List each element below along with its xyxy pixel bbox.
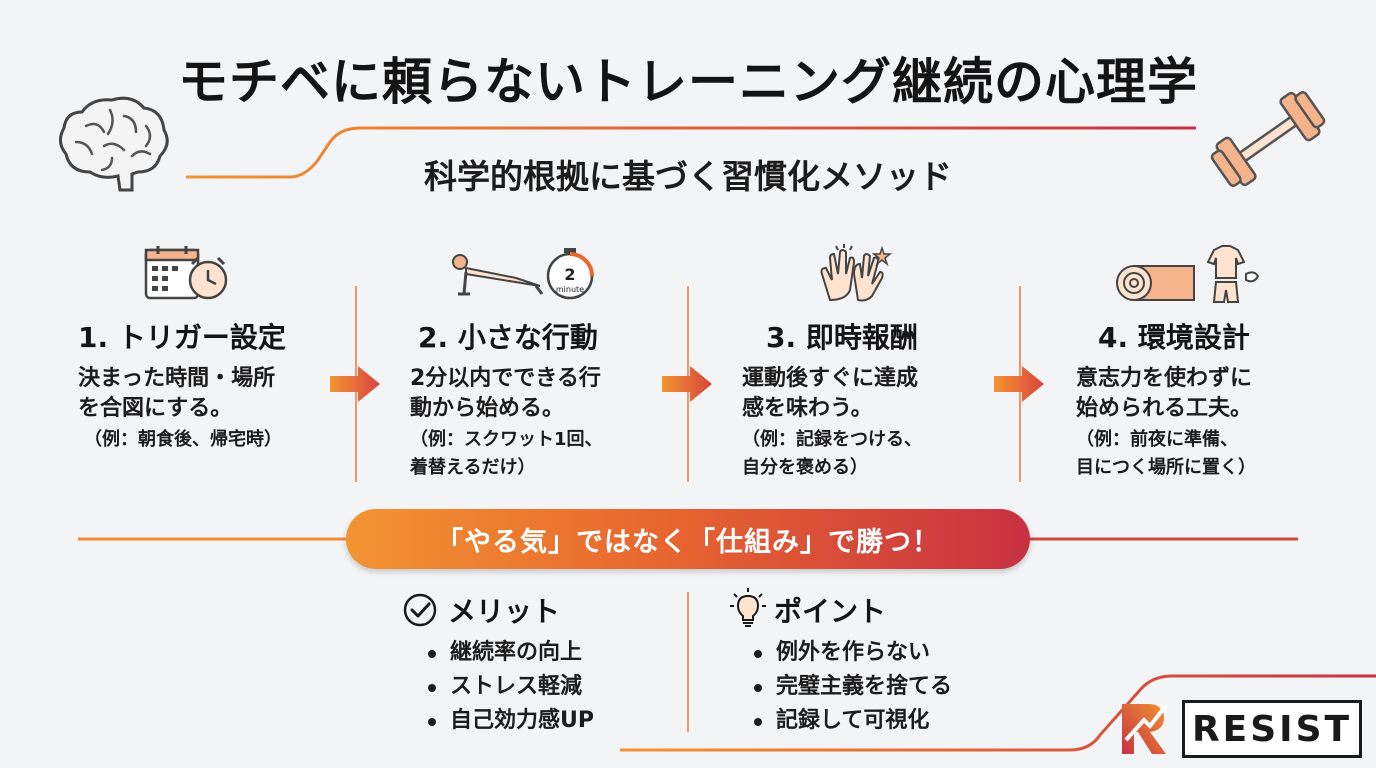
step-2-desc: 2分以内でできる行 動から始める。 xyxy=(410,366,601,421)
list-item: 完璧主義を捨てる xyxy=(750,670,952,704)
slogan-text: 「やる気」ではなく「仕組み」で勝つ！ xyxy=(436,526,940,558)
arrow-right-icon xyxy=(662,366,712,402)
list-item: 継続率の向上 xyxy=(424,636,594,670)
timer-unit: minute xyxy=(556,285,584,294)
clapping-hands-star-icon xyxy=(820,244,893,302)
subtitle: 科学的根拠に基づく習慣化メソッド xyxy=(424,157,952,196)
brand-logo: RESIST xyxy=(1182,700,1362,758)
page-title: モチベに頼らないトレーニング継続の心理学 xyxy=(178,53,1198,111)
list-item: 例外を作らない xyxy=(750,636,952,670)
step-1-example: （例：朝食後、帰宅時） xyxy=(84,429,282,450)
slogan-banner: 「やる気」ではなく「仕組み」で勝つ！ xyxy=(346,509,1030,569)
section-divider xyxy=(687,592,689,732)
merits-heading: メリット xyxy=(448,595,561,628)
logo-text: RESIST xyxy=(1191,708,1353,750)
list-item: 自己効力感UP xyxy=(424,704,594,738)
step-4-desc: 意志力を使わずに 始められる工夫。 xyxy=(1076,366,1253,421)
yoga-mat-clothes-icon xyxy=(1116,245,1260,303)
merits-list: 継続率の向上 ストレス軽減 自己効力感UP xyxy=(424,636,594,738)
points-heading: ポイント xyxy=(774,595,887,628)
step-3-desc: 運動後すぐに達成 感を味わう。 xyxy=(742,366,919,421)
step-1-title: 1. トリガー設定 xyxy=(78,321,286,354)
step-1-desc: 決まった時間・場所 を合図にする。 xyxy=(78,366,276,421)
calendar-clock-icon xyxy=(144,246,228,300)
step-4-example: （例：前夜に準備、 目につく場所に置く） xyxy=(1076,429,1256,478)
arrow-right-icon xyxy=(330,366,380,402)
step-2-title: 2. 小さな行動 xyxy=(418,321,598,354)
resist-logo-icon xyxy=(1122,704,1168,754)
dumbbell-icon xyxy=(1210,91,1326,187)
step-3-example: （例：記録をつける、 自分を褒める） xyxy=(742,429,922,478)
step-3-title: 3. 即時報酬 xyxy=(766,321,918,354)
arrow-right-icon xyxy=(994,366,1044,402)
pushup-timer-icon: 2 minute xyxy=(452,248,594,300)
step-4-title: 4. 環境設計 xyxy=(1098,321,1250,354)
list-item: 記録して可視化 xyxy=(750,704,952,738)
step-2-example: （例：スクワット1回、 着替えるだけ） xyxy=(410,429,603,478)
points-list: 例外を作らない 完璧主義を捨てる 記録して可視化 xyxy=(750,636,952,738)
timer-number: 2 xyxy=(564,265,575,284)
lightbulb-icon xyxy=(730,588,766,627)
brain-icon xyxy=(59,96,169,192)
check-circle-icon xyxy=(403,593,437,627)
list-item: ストレス軽減 xyxy=(424,670,594,704)
